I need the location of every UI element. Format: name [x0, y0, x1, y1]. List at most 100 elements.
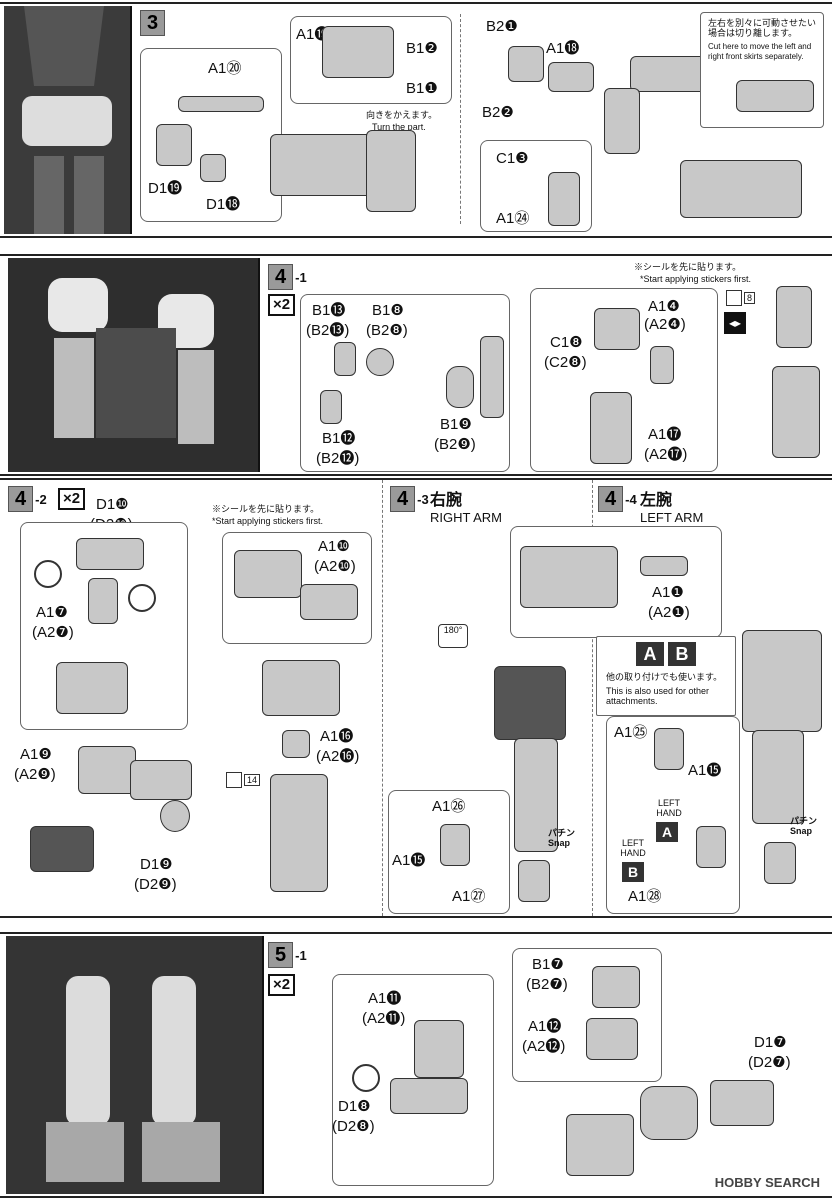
- part-b1-13: [334, 342, 356, 376]
- label-c1-8: C1❽: [550, 334, 583, 351]
- step-4-1-photo: [8, 258, 260, 472]
- badge-a-small: A: [656, 822, 678, 842]
- title-en-right: RIGHT ARM: [430, 510, 502, 525]
- label-a1-20: A1⑳: [208, 60, 242, 77]
- part-a1-11: [414, 1020, 464, 1078]
- part-shoulder-armor: [776, 286, 812, 348]
- label-a2-9: (A2❾): [14, 766, 56, 783]
- step-4-1-number: 4-1: [268, 264, 307, 290]
- label-a2-7: (A2❼): [32, 624, 74, 641]
- label-a1-15-right: A1⓯: [392, 852, 426, 869]
- label-a1-9: A1❾: [20, 746, 52, 763]
- note-ab-en: This is also used for other attachments.: [606, 686, 710, 706]
- step-4-1-parts-box: [300, 294, 510, 472]
- note-turn-en: Turn the part.: [372, 122, 426, 132]
- label-d2-7: (D2❼): [748, 1054, 791, 1071]
- label-b1-2: B1❷: [406, 40, 438, 57]
- step-4-4-divider: [592, 480, 593, 916]
- cut-circle-icon-2: [128, 584, 156, 612]
- note-sticker-en: *Start applying stickers first.: [640, 274, 752, 284]
- label-b2-12: (B2⓬): [316, 450, 360, 467]
- part-d1-19: [156, 124, 192, 166]
- note-left-hand-b: LEFT HAND: [620, 838, 646, 858]
- part-left-hand-a: [654, 728, 684, 770]
- part-fist: [130, 760, 192, 800]
- snap-jp-2: パチン: [790, 816, 818, 826]
- part-hand-preview: [30, 826, 94, 872]
- part-hand-assembled: [56, 662, 128, 714]
- label-a1-27: A1㉗: [452, 888, 486, 905]
- part-forearm-lower: [270, 774, 328, 892]
- sticker-number-8: 8: [744, 292, 756, 304]
- note-sticker-jp-2: ※シールを先に貼ります。: [212, 504, 320, 514]
- part-b1-8: [366, 348, 394, 376]
- part-a1-9: [78, 746, 136, 794]
- step-4-3-number: 4-3: [390, 486, 429, 512]
- step-4-3-divider: [382, 480, 383, 916]
- watermark: HOBBY SEARCH: [714, 1175, 820, 1190]
- label-b2-7: (B2❼): [526, 976, 568, 993]
- note-sticker-en-2: *Start applying stickers first.: [212, 516, 324, 526]
- part-a1-12: [586, 1018, 638, 1060]
- part-a1-24: [548, 172, 580, 226]
- label-a1-15-left: A1⓯: [688, 762, 722, 779]
- sticker-number-14: 14: [244, 774, 261, 786]
- part-a1-16: [282, 730, 310, 758]
- label-b2-1: B2❶: [486, 18, 518, 35]
- part-shoulder-joint: [480, 336, 504, 418]
- label-a2-16: (A2⓰): [316, 748, 360, 765]
- label-a1-11: A1⓫: [368, 990, 402, 1007]
- label-a1-19: A1⓳: [296, 26, 330, 43]
- part-left-hand-b: [696, 826, 726, 868]
- step-3-number: 3: [140, 10, 166, 36]
- label-b1-7: B1❼: [532, 956, 564, 973]
- label-a1-16: A1⓰: [320, 728, 354, 745]
- part-left-arm-lower: [752, 730, 804, 824]
- label-d2-9: (D2❾): [134, 876, 177, 893]
- part-shoulder-result: [772, 366, 820, 458]
- label-d1-7: D1❼: [754, 1034, 787, 1051]
- part-upper-arm-rotated: [494, 666, 566, 740]
- note-cut-jp: 左右を別々に可動させたい場合は切り離します。: [708, 18, 817, 38]
- part-d1-9: [160, 800, 190, 832]
- sticker-icon-2: [226, 772, 242, 788]
- part-right-hand: [440, 824, 470, 866]
- label-a2-10: (A2❿): [314, 558, 356, 575]
- label-a2-11: (A2⓫): [362, 1010, 406, 1027]
- step-4-1-band: 4-1 ×2 B1⓭ (B2⓭) B1❽ (B2❽) B1⓬ (B2⓬) B1❾…: [0, 254, 832, 476]
- part-forearm-cap: [300, 584, 358, 620]
- label-d1-19: D1⓳: [148, 180, 183, 197]
- label-a2-12: (A2⓬): [522, 1038, 566, 1055]
- cut-circle-icon-1: [34, 560, 62, 588]
- swap-icon: ◂▸: [724, 312, 746, 334]
- label-a1-12: A1⓬: [528, 1018, 562, 1035]
- note-turn-jp: 向きをかえます。: [366, 110, 438, 120]
- part-d1-8: [390, 1078, 468, 1114]
- badge-a: A: [636, 642, 664, 666]
- label-d2-8: (D2❽): [332, 1118, 375, 1135]
- note-left-hand-a: LEFT HAND: [656, 798, 682, 818]
- sticker-icon: [726, 290, 742, 306]
- step-5-1-photo: [6, 936, 264, 1194]
- badge-b2: B: [622, 862, 644, 882]
- ab-note-box: [596, 636, 736, 716]
- step-4-4-number: 4-4: [598, 486, 637, 512]
- part-forearm-upper: [262, 660, 340, 716]
- label-a2-17: (A2⓱): [644, 446, 688, 463]
- part-d1-7: [710, 1080, 774, 1126]
- part-left-arm-upper: [742, 630, 822, 732]
- part-b2-1: [508, 46, 544, 82]
- label-c1-3: C1❸: [496, 150, 529, 167]
- note-sticker-jp: ※シールを先に貼ります。: [634, 262, 742, 272]
- part-d1-18: [200, 154, 226, 182]
- label-d1-18: D1⓲: [206, 196, 241, 213]
- title-jp-right: 右腕: [430, 492, 463, 509]
- step-4-2-number: 4-2: [8, 486, 47, 512]
- label-b2-9: (B2❾): [434, 436, 476, 453]
- cut-circle-icon-3: [352, 1064, 380, 1092]
- part-left-hand-result: [764, 842, 796, 884]
- part-a1-1: [640, 556, 688, 576]
